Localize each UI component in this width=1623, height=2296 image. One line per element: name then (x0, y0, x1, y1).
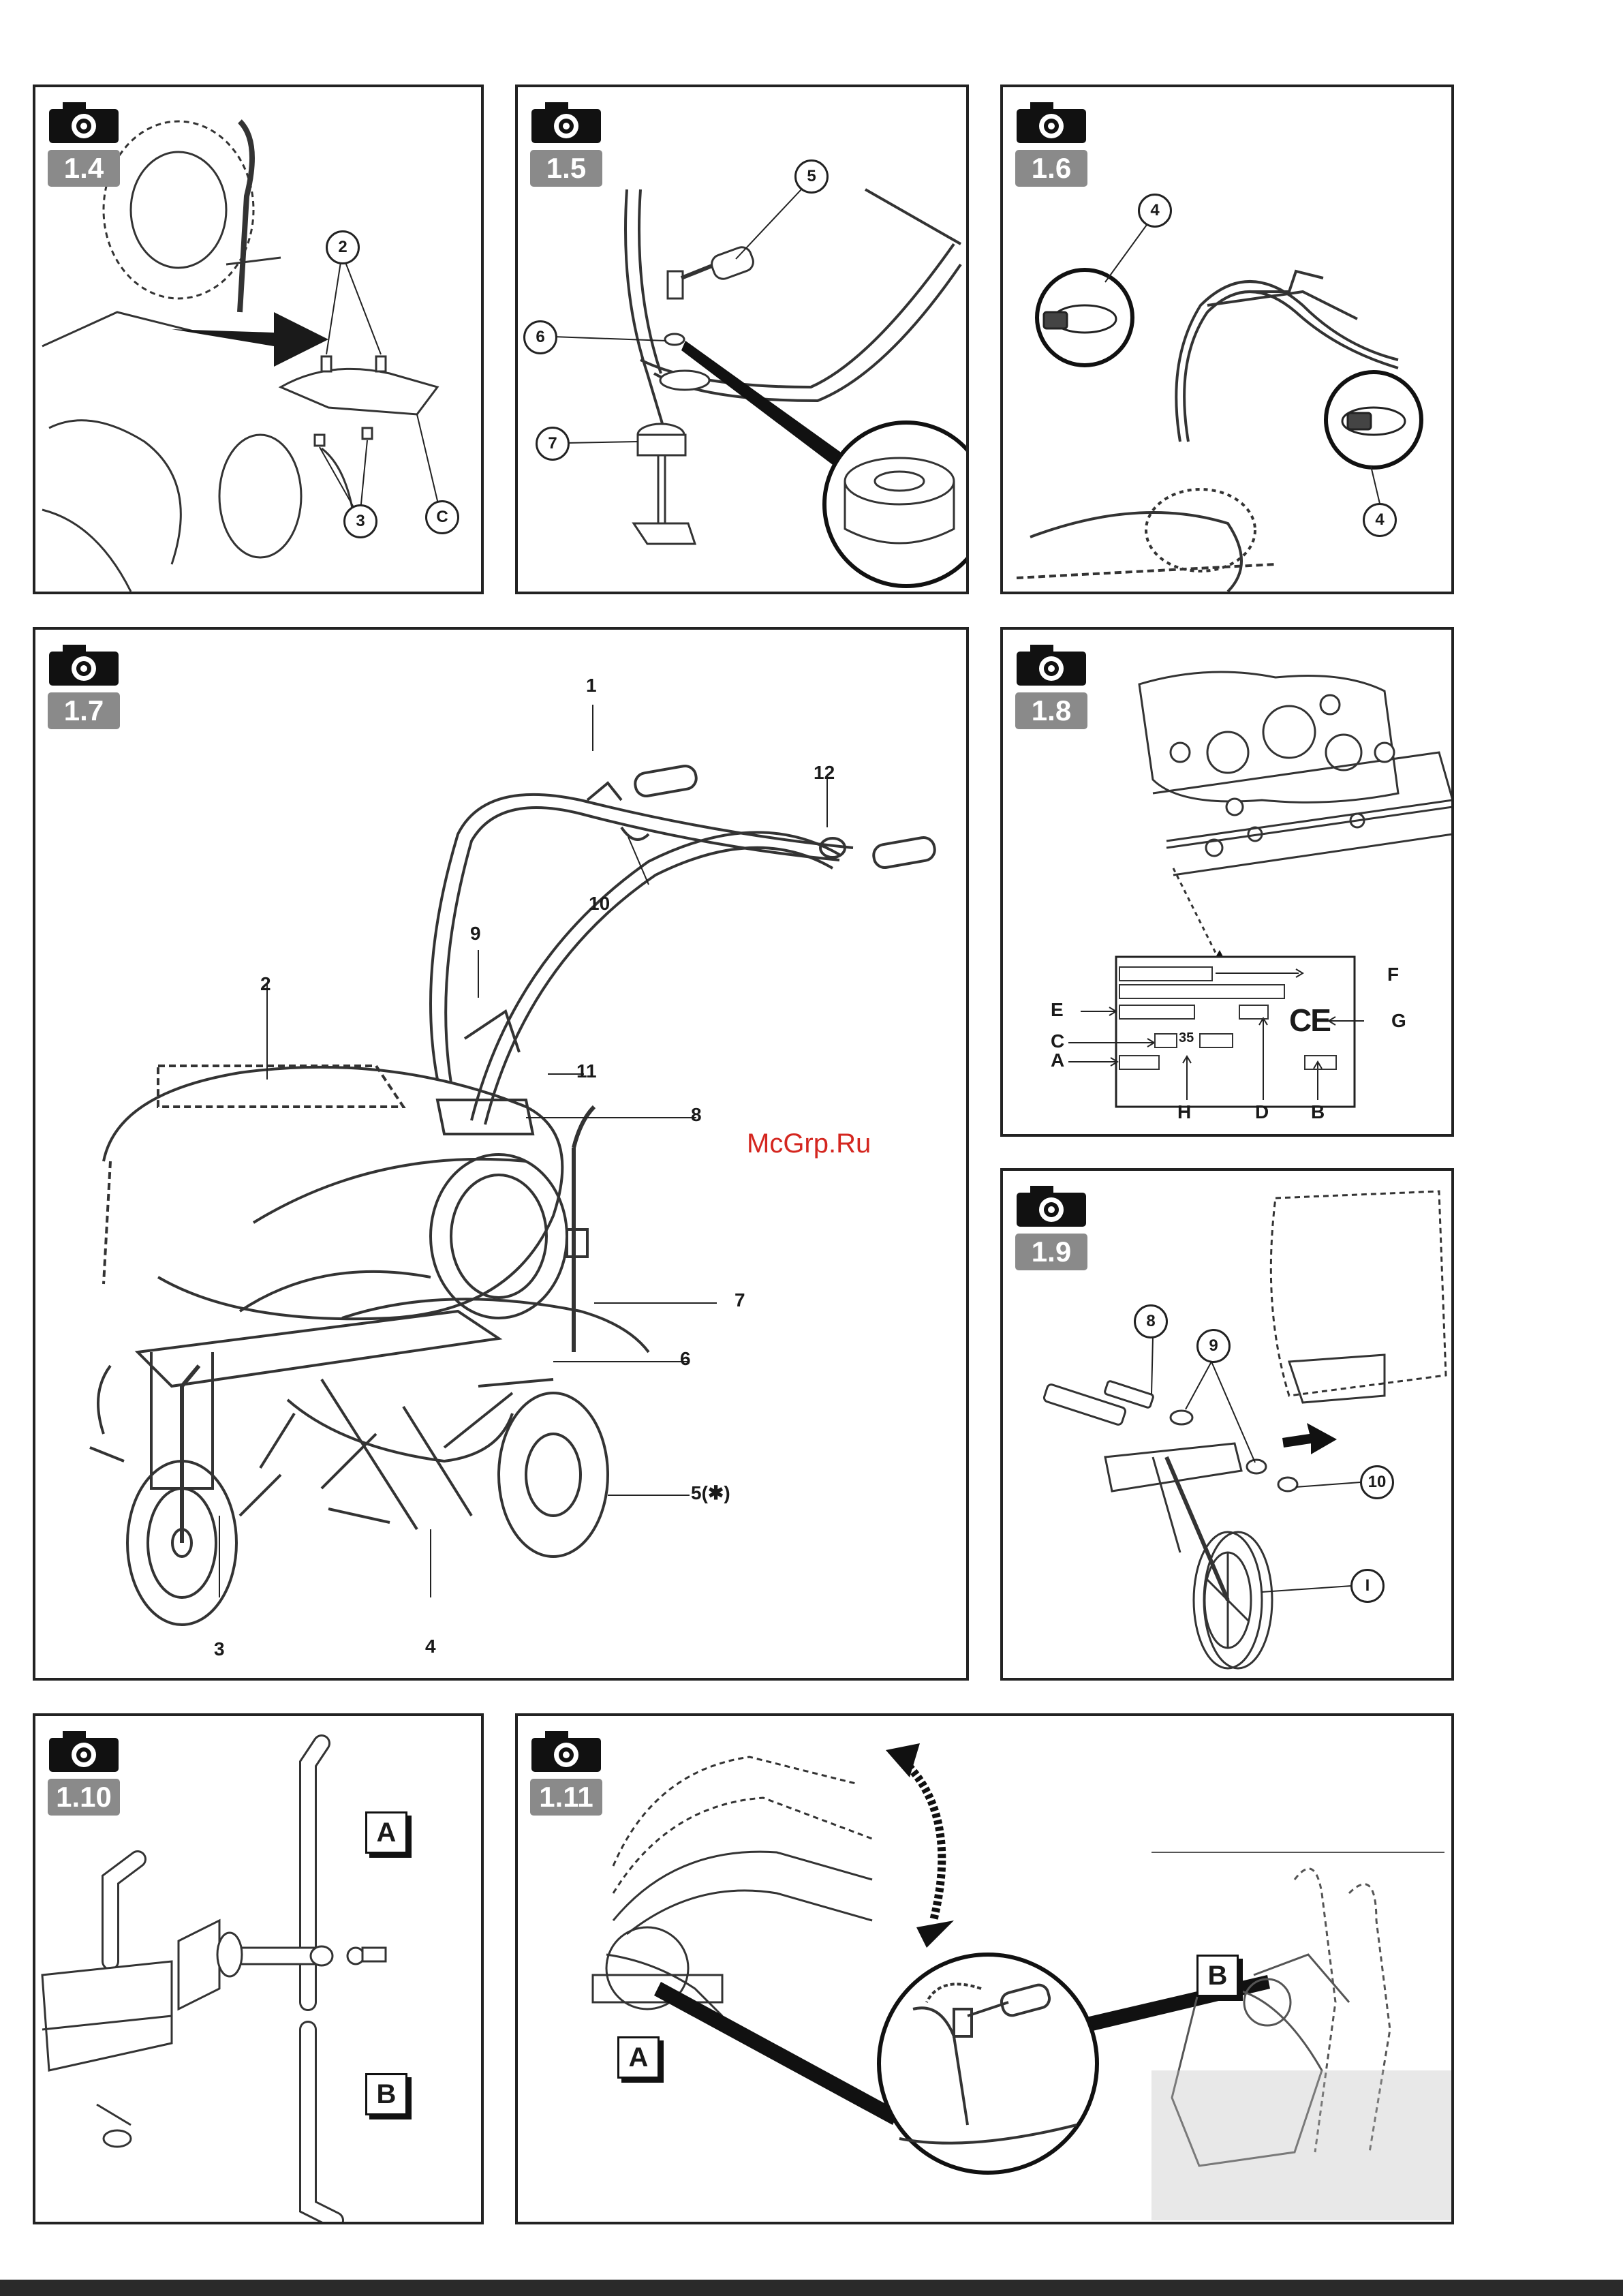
figure-1-11-drawing (518, 1716, 1454, 2224)
position-b-box: B (365, 2073, 407, 2115)
plate-field-c-left (1154, 1033, 1177, 1048)
part-label-11: 11 (576, 1060, 597, 1082)
figure-1-4-panel: 1.4 2 3 C (33, 85, 484, 594)
figure-1-9-panel: 1.9 8 9 10 I (1000, 1168, 1454, 1681)
plate-field-f (1119, 966, 1213, 981)
figure-number: 1.8 (1015, 692, 1087, 729)
callout-i: I (1350, 1569, 1385, 1603)
plate-label-h: H (1177, 1101, 1191, 1123)
callout-4-top: 4 (1138, 194, 1172, 228)
callout-2: 2 (326, 230, 360, 264)
part-label-5: 5(✱) (691, 1482, 730, 1504)
plate-label-a: A (1051, 1050, 1064, 1071)
camera-icon (48, 101, 120, 144)
insert-arrow-icon (172, 312, 328, 367)
part-label-1: 1 (586, 675, 597, 697)
plate-field-top-line (1119, 984, 1285, 999)
figure-number: 1.11 (530, 1779, 602, 1816)
camera-icon (1015, 1184, 1087, 1228)
ce-mark: CE (1289, 1002, 1330, 1039)
callout-5: 5 (794, 159, 829, 194)
plate-serial-digits: 35 (1179, 1030, 1194, 1046)
plate-label-d: D (1255, 1101, 1269, 1123)
plate-field-e (1119, 1005, 1195, 1020)
plate-field-b (1304, 1055, 1337, 1070)
part-label-7: 7 (735, 1289, 745, 1311)
callout-7: 7 (536, 427, 570, 461)
callout-8: 8 (1134, 1304, 1168, 1338)
callout-10: 10 (1360, 1465, 1394, 1499)
camera-icon (48, 643, 120, 687)
part-label-12: 12 (814, 762, 835, 784)
figure-number: 1.4 (48, 150, 120, 187)
figure-number: 1.6 (1015, 150, 1087, 187)
camera-icon (530, 1730, 602, 1773)
plate-label-b: B (1311, 1101, 1325, 1123)
figure-1-10-panel: 1.10 A B (33, 1713, 484, 2224)
plate-label-f: F (1387, 964, 1399, 985)
part-label-2: 2 (260, 973, 271, 995)
figure-number: 1.10 (48, 1779, 120, 1816)
callout-4-bottom: 4 (1363, 503, 1397, 537)
part-label-4: 4 (425, 1636, 436, 1657)
plate-label-e: E (1051, 999, 1064, 1021)
plate-label-g: G (1391, 1010, 1406, 1032)
insert-arrow-icon (1282, 1423, 1337, 1454)
part-label-10: 10 (589, 893, 610, 915)
part-label-8: 8 (691, 1104, 702, 1126)
figure-number: 1.5 (530, 150, 602, 187)
plate-field-d (1239, 1005, 1269, 1020)
figure-1-5-panel: 1.5 5 6 7 (515, 85, 969, 594)
part-label-6: 6 (680, 1348, 691, 1370)
part-label-3: 3 (214, 1638, 225, 1660)
figure-number: 1.9 (1015, 1234, 1087, 1270)
watermark: McGrp.Ru (747, 1129, 871, 1159)
callout-9: 9 (1196, 1329, 1231, 1363)
position-a-box: A (365, 1811, 407, 1854)
figure-1-8-panel: 1.8 35 CE A B C D E F G H (1000, 627, 1454, 1137)
figure-1-11-panel: 1.11 A B (515, 1713, 1454, 2224)
camera-icon (530, 101, 602, 144)
plate-field-c-right (1199, 1033, 1233, 1048)
callout-6: 6 (523, 320, 557, 354)
position-a-box: A (617, 2036, 660, 2079)
part-label-9: 9 (470, 923, 481, 945)
camera-icon (48, 1730, 120, 1773)
plate-field-a (1119, 1055, 1160, 1070)
position-b-box: B (1196, 1955, 1239, 1997)
camera-icon (1015, 643, 1087, 687)
callout-3: 3 (343, 504, 377, 538)
callout-c: C (425, 500, 459, 534)
bottom-bar (0, 2280, 1623, 2296)
figure-number: 1.7 (48, 692, 120, 729)
figure-1-6-panel: 1.6 4 4 (1000, 85, 1454, 594)
camera-icon (1015, 101, 1087, 144)
plate-label-c: C (1051, 1030, 1064, 1052)
